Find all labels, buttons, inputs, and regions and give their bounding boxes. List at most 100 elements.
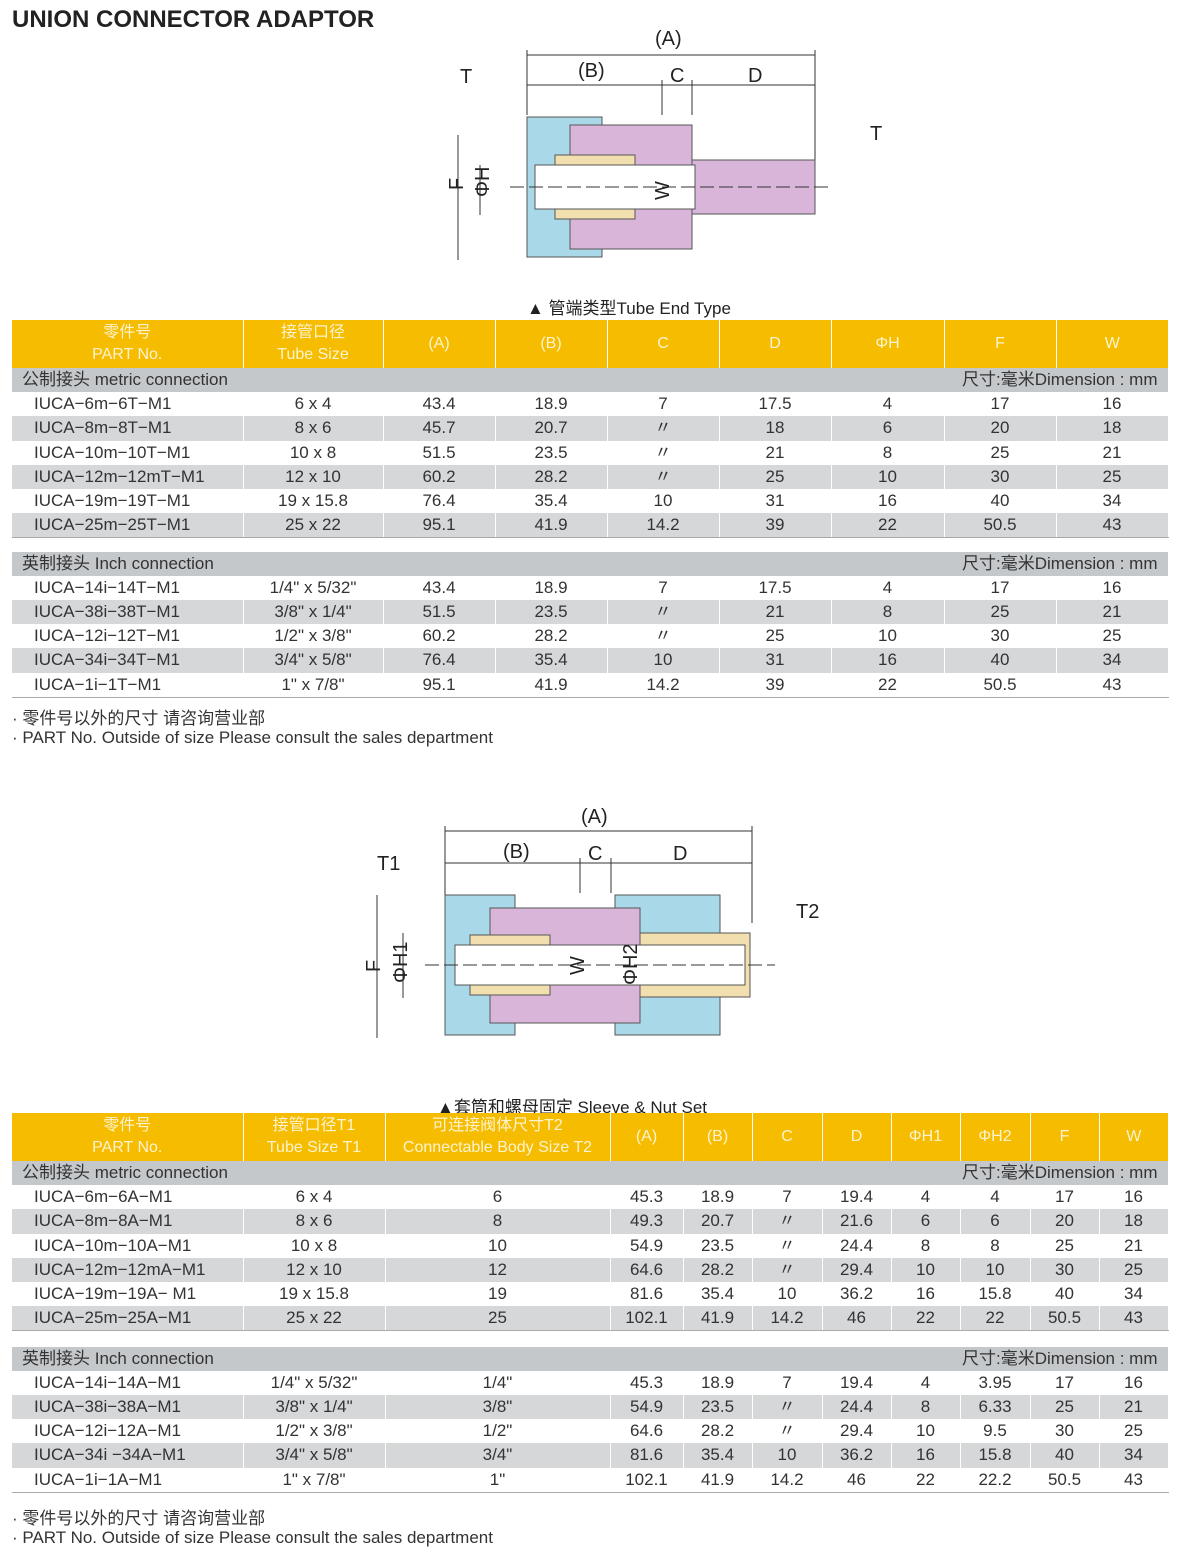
value-cell: 9.5: [960, 1419, 1031, 1444]
value-cell: 1/4" x 5/32": [243, 1370, 386, 1395]
value-cell: 〃: [752, 1395, 823, 1420]
dim-label-w: W: [567, 956, 589, 975]
value-cell: 10: [752, 1443, 823, 1468]
value-cell: 19.4: [822, 1370, 892, 1395]
value-cell: 35.4: [495, 488, 608, 514]
value-cell: 54.9: [610, 1233, 684, 1258]
value-cell: 25: [385, 1306, 611, 1332]
value-cell: 25: [1099, 1257, 1169, 1282]
value-cell: 7: [752, 1370, 823, 1395]
header-line: ΦH2: [978, 1128, 1012, 1145]
value-cell: 3/8" x 1/4": [243, 1395, 386, 1420]
value-cell: 4: [891, 1370, 961, 1395]
note-cn: · 零件号以外的尺寸 请咨询营业部: [12, 709, 266, 728]
value-cell: 7: [752, 1185, 823, 1210]
value-cell: 1": [385, 1467, 611, 1493]
dimension-unit: 尺寸:毫米Dimension : mm: [961, 1163, 1158, 1183]
diagram2-caption: ▲套筒和螺母固定 Sleeve & Nut Set: [437, 1098, 708, 1117]
value-cell: 4: [960, 1185, 1031, 1210]
header-line: F: [995, 335, 1005, 352]
value-cell: 24.4: [822, 1395, 892, 1420]
value-cell: 46: [822, 1467, 892, 1493]
section-label: 公制接头 metric connection: [22, 370, 228, 390]
dim-label-d: D: [748, 65, 762, 87]
value-cell: 10: [607, 488, 720, 514]
value-cell: 8: [831, 440, 945, 465]
dim-label-f: F: [363, 960, 385, 972]
part-number-cell: IUCA−34i −34A−M1: [12, 1443, 244, 1468]
header-line: Connectable Body Size T2: [402, 1139, 593, 1156]
dim-label-h1: ΦH1: [390, 941, 412, 983]
value-cell: 22: [891, 1306, 961, 1332]
header-line: D: [769, 335, 781, 352]
dimension-unit: 尺寸:毫米Dimension : mm: [961, 553, 1158, 573]
value-cell: 25 x 22: [243, 1306, 386, 1332]
value-cell: 25: [944, 600, 1057, 625]
value-cell: 41.9: [495, 513, 608, 539]
value-cell: 〃: [752, 1419, 823, 1444]
value-cell: 1" x 7/8": [243, 1467, 386, 1493]
part-number-cell: IUCA−1i−1A−M1: [12, 1467, 244, 1493]
value-cell: 16: [1099, 1185, 1169, 1210]
value-cell: 25: [1056, 464, 1169, 489]
value-cell: 51.5: [383, 440, 496, 465]
dim-label-t1: T1: [377, 853, 400, 875]
value-cell: 21: [1056, 600, 1169, 625]
value-cell: 45.3: [610, 1185, 684, 1210]
value-cell: 4: [891, 1185, 961, 1210]
value-cell: 4: [831, 392, 945, 417]
value-cell: 35.4: [683, 1443, 753, 1468]
value-cell: 46: [822, 1306, 892, 1332]
value-cell: 15.8: [960, 1443, 1031, 1468]
value-cell: 21: [1099, 1233, 1169, 1258]
value-cell: 24.4: [822, 1233, 892, 1258]
value-cell: 30: [944, 464, 1057, 489]
dimension-unit: 尺寸:毫米Dimension : mm: [961, 370, 1158, 390]
note-en: · PART No. Outside of size Please consul…: [12, 1528, 493, 1547]
value-cell: 18: [1099, 1209, 1169, 1234]
value-cell: 30: [1030, 1419, 1100, 1444]
value-cell: 18.9: [495, 575, 608, 600]
part-number-cell: IUCA−1i−1T−M1: [12, 672, 244, 698]
section-label: 英制接头 Inch connection: [22, 1348, 214, 1368]
dim-label-h: ΦH: [472, 167, 494, 197]
value-cell: 29.4: [822, 1419, 892, 1444]
value-cell: 〃: [607, 440, 720, 465]
value-cell: 25: [1099, 1419, 1169, 1444]
value-cell: 18.9: [495, 392, 608, 417]
dimension-unit: 尺寸:毫米Dimension : mm: [961, 1348, 1158, 1368]
header-line: Tube Size T1: [266, 1139, 362, 1156]
value-cell: 21: [719, 440, 832, 465]
value-cell: 34: [1056, 488, 1169, 514]
value-cell: 30: [1030, 1257, 1100, 1282]
value-cell: 64.6: [610, 1419, 684, 1444]
value-cell: 19: [385, 1281, 611, 1307]
part-number-cell: IUCA−19m−19A− M1: [12, 1281, 244, 1307]
header-line: (A): [428, 335, 450, 352]
value-cell: 10 x 8: [243, 440, 384, 465]
header-line: PART No.: [92, 346, 163, 363]
value-cell: 76.4: [383, 488, 496, 514]
value-cell: 64.6: [610, 1257, 684, 1282]
part-number-cell: IUCA−6m−6A−M1: [12, 1185, 244, 1210]
column-header: F: [944, 320, 1057, 368]
value-cell: 23.5: [495, 440, 608, 465]
value-cell: 40: [1030, 1443, 1100, 1468]
value-cell: 43: [1099, 1467, 1169, 1493]
value-cell: 22: [831, 513, 945, 539]
column-header: (B): [683, 1113, 753, 1161]
header-line: 零件号: [103, 1117, 152, 1134]
value-cell: 40: [944, 488, 1057, 514]
value-cell: 3/4" x 5/8": [243, 648, 384, 673]
